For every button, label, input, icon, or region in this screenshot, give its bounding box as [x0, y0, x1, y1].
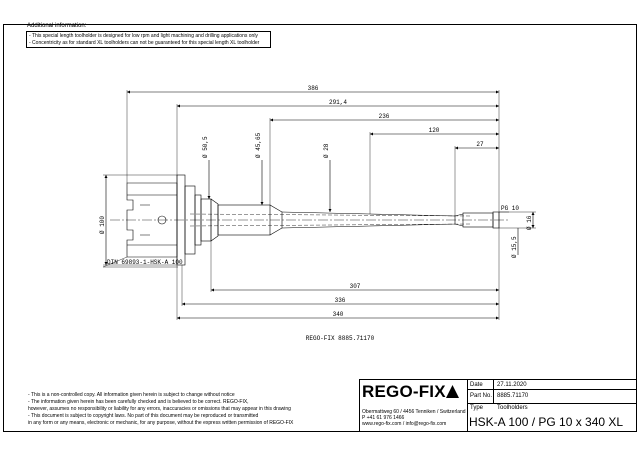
- info-line-1: - This special length toolholder is desi…: [29, 33, 258, 39]
- address-line-3: www.rego-fix.com / info@rego-fix.com: [362, 421, 447, 427]
- disclaimer-line-5: in any form or any means, electronic or …: [28, 420, 294, 426]
- pg-label: PG 10: [501, 205, 519, 212]
- din-label: DIN 69893-1-HSK-A 100: [107, 259, 183, 266]
- address-line-1: Obermattweg 60 / 4456 Tenniken / Switzer…: [362, 409, 466, 415]
- title-block-divider-v2: [493, 379, 494, 403]
- disclaimer-line-4: - This document is subject to copyright …: [28, 413, 259, 419]
- info-line-2: - Concentricity as for standard XL toolh…: [29, 40, 260, 46]
- disclaimer-line-2: - The information given herein has been …: [28, 399, 249, 405]
- info-box: [26, 31, 271, 48]
- dim-120: 120: [429, 127, 440, 134]
- dia-4565: Ø 45,65: [255, 132, 262, 158]
- dim-340: 340: [333, 311, 344, 318]
- logo-text: REGO-FIX: [362, 382, 446, 401]
- title-block-row-2: [467, 403, 637, 404]
- type-label: Type: [470, 405, 484, 411]
- date-value: 27.11.2020: [497, 382, 527, 388]
- title-block-row-1: [467, 389, 637, 390]
- logo-triangle-icon: [445, 385, 459, 398]
- dia-28: Ø 28: [323, 143, 330, 158]
- disclaimer-line-1: - This is a non-controlled copy. All inf…: [28, 392, 235, 398]
- drawing-title: HSK-A 100 / PG 10 x 340 XL: [469, 415, 624, 429]
- dia-155: Ø 15,5: [511, 236, 518, 258]
- dia-505: Ø 50,5: [202, 136, 209, 158]
- part-caption: REGO-FIX 8885.71170: [306, 335, 375, 342]
- dim-27: 27: [476, 141, 484, 148]
- drawing-frame: [3, 24, 637, 432]
- date-label: Date: [470, 382, 483, 388]
- title-block-divider-v: [467, 379, 468, 432]
- dim-336: 336: [335, 297, 346, 304]
- title-block: [359, 379, 637, 432]
- rego-fix-logo: REGO-FIX: [362, 382, 459, 402]
- disclaimer-line-3: however, assumes no responsibility or li…: [28, 406, 291, 412]
- dim-total: 386: [308, 85, 319, 92]
- info-heading: Additional information:: [27, 23, 87, 29]
- dia-16: Ø 16: [526, 215, 533, 230]
- part-no-value: 8885.71170: [497, 393, 529, 399]
- dim-236: 236: [379, 113, 390, 120]
- address-line-2: P +41 61 976 1466: [362, 415, 405, 421]
- dia-100: Ø 100: [99, 216, 106, 234]
- type-value: Toolholders: [497, 405, 528, 411]
- part-no-label: Part No.: [470, 393, 493, 399]
- dim-291: 291,4: [329, 99, 347, 106]
- dim-307: 307: [350, 283, 361, 290]
